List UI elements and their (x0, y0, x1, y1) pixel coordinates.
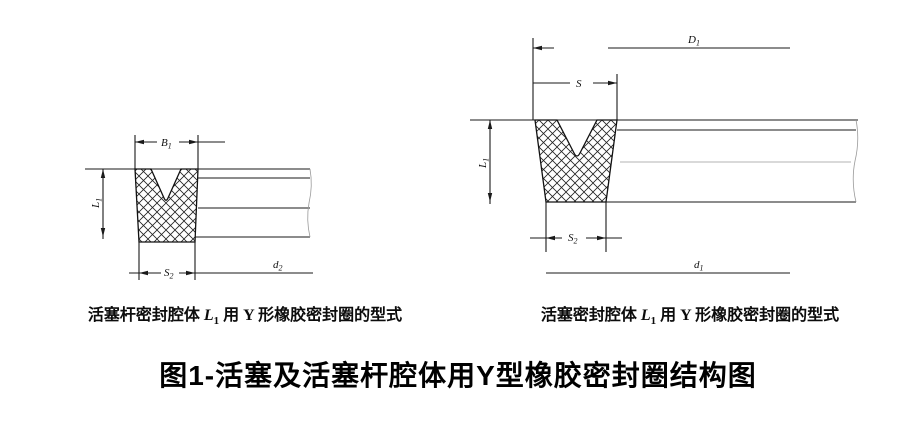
break-line (852, 119, 859, 203)
dimension-groove-depth: L1 (477, 120, 493, 204)
break-line (307, 168, 312, 238)
label-groove-width: B1 (161, 137, 172, 151)
label-section-width: S (576, 78, 582, 90)
caption-text: 活塞杆密封腔体 (87, 307, 204, 324)
dimension-groove-depth: L1 (90, 169, 106, 239)
caption-symbol-subscript: 1 (213, 315, 220, 328)
label-groove-diameter: d1 (694, 259, 704, 273)
caption-text: 用 Y 形橡胶密封圈的型式 (656, 307, 840, 324)
label-rod-diameter: d2 (273, 259, 283, 273)
dimension-seal-width: S2 d1 (530, 202, 790, 274)
caption-text: 用 Y 形橡胶密封圈的型式 (219, 307, 403, 324)
dimension-seal-width: S2 d2 (129, 242, 313, 281)
dimension-section-width: S (533, 74, 618, 120)
rod-seal-caption: 活塞杆密封腔体 L1 用 Y 形橡胶密封圈的型式 (40, 301, 450, 327)
seal-cross-section (534, 119, 618, 203)
label-seal-width: S2 (164, 267, 174, 281)
figure-title: 图1-活塞及活塞杆腔体用Y型橡胶密封圈结构图 (159, 360, 757, 391)
label-groove-depth: L1 (477, 158, 491, 169)
seal-cross-section (134, 168, 199, 243)
dimension-groove-width: B1 (134, 135, 225, 169)
piston-seal-caption: 活塞密封腔体 L1 用 Y 形橡胶密封圈的型式 (470, 301, 910, 327)
label-seal-width: S2 (568, 232, 578, 246)
bore-surface-lines (470, 119, 859, 203)
caption-text: 活塞密封腔体 (540, 307, 641, 324)
label-groove-depth: L1 (90, 198, 104, 209)
dimension-outer-diameter: D1 (532, 34, 790, 120)
caption-symbol-subscript: 1 (650, 315, 657, 328)
rod-seal-drawing: B1 L1 S2 d2 (85, 135, 313, 281)
label-outer-diameter: D1 (687, 34, 700, 48)
piston-seal-drawing: D1 S L1 (470, 34, 859, 274)
caption-symbol: L (640, 307, 651, 324)
caption-symbol: L (203, 307, 214, 324)
